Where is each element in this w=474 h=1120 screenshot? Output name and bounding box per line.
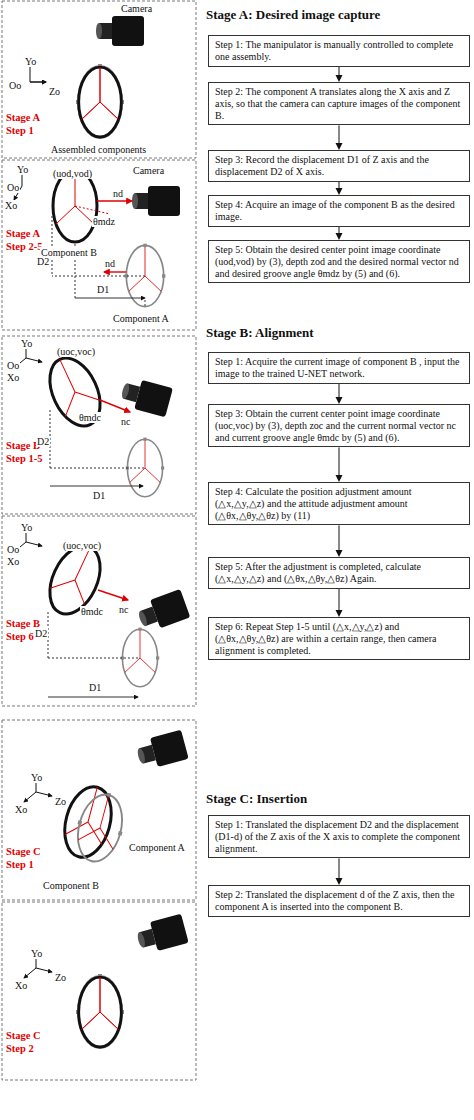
- step-text: Step 1: Translated the displacement D2 a…: [215, 819, 463, 854]
- part-label: nd: [104, 258, 116, 269]
- step-text: Step 2: Translated the displacement d of…: [215, 889, 463, 913]
- part-label: Oo: [6, 360, 20, 371]
- part-label: Component A: [112, 313, 170, 324]
- process-box: Step 4: Calculate the position adjustmen…: [208, 482, 470, 525]
- part-label: Yo: [30, 772, 43, 783]
- process-box: Step 1: Acquire the current image of com…: [208, 352, 470, 384]
- stage-step-tag: Step 2: [5, 1043, 35, 1055]
- part-label: (uoc,voc): [56, 346, 96, 357]
- process-box: Step 2: Translated the displacement d of…: [208, 885, 470, 917]
- part-label: Xo: [6, 556, 20, 567]
- panel-frames: [2, 1, 196, 1080]
- stage-step-tag: Step 6: [5, 631, 35, 643]
- part-label: nd: [112, 188, 124, 199]
- part-label: nc: [118, 604, 129, 615]
- part-label: Camera: [120, 3, 153, 14]
- part-label: D2: [34, 628, 48, 639]
- part-label: Yo: [20, 522, 33, 533]
- stage-b-step1-drawing: [14, 342, 173, 497]
- stage-heading: Stage A: Desired image capture: [205, 8, 381, 22]
- part-label: Camera: [132, 165, 165, 176]
- flow-arrow: [336, 858, 343, 885]
- process-box: Step 6: Repeat Step 1-5 until (△x,△y,△z)…: [208, 617, 470, 660]
- part-label: Oo: [6, 544, 20, 555]
- part-label: θmdc: [78, 412, 102, 423]
- stage-step-tag: Step 2-5: [5, 241, 43, 253]
- part-label: θmdc: [80, 606, 104, 617]
- step-text: Step 3: Obtain the current center point …: [215, 408, 463, 443]
- part-label: Yo: [20, 338, 33, 349]
- part-label: Zo: [48, 86, 61, 97]
- step-text: Step 4: Acquire an image of the componen…: [215, 199, 463, 223]
- stage-heading: Stage B: Alignment: [205, 326, 315, 340]
- stage-step-tag: Stage C: [5, 1030, 42, 1042]
- part-label: Yo: [16, 164, 29, 175]
- step-text: Step 3: Record the displacement D1 of Z …: [215, 154, 463, 178]
- stage-a-step1-drawing: [30, 16, 144, 138]
- part-label: D2: [36, 256, 50, 267]
- process-box: Step 5: Obtain the desired center point …: [208, 240, 470, 283]
- part-label: Zo: [54, 972, 67, 983]
- part-label: Oo: [8, 80, 22, 91]
- part-label: D2: [36, 436, 50, 447]
- stage-step-tag: Stage C: [5, 846, 42, 858]
- flow-arrow: [336, 227, 343, 240]
- stage-step-tag: Stage A: [5, 112, 41, 124]
- flow-arrow: [336, 67, 343, 82]
- stage-step-tag: Stage A: [5, 228, 41, 240]
- part-label: (uoc,voc): [62, 540, 102, 551]
- process-box: Step 3: Record the displacement D1 of Z …: [208, 150, 470, 182]
- part-label: Assembled components: [50, 144, 147, 155]
- flow-arrow: [336, 525, 343, 557]
- stage-heading: Stage C: Insertion: [205, 792, 308, 806]
- part-label: Zo: [54, 796, 67, 807]
- part-label: D1: [92, 490, 106, 501]
- flow-arrow: [336, 384, 343, 404]
- part-label: Xo: [6, 372, 20, 383]
- part-label: nc: [120, 416, 131, 427]
- part-label: D1: [96, 284, 110, 295]
- part-label: θmdz: [92, 216, 116, 227]
- process-box: Step 1: The manipulator is manually cont…: [208, 35, 470, 67]
- stage-c-step1-drawing: [24, 730, 189, 867]
- part-label: Yo: [30, 948, 43, 959]
- step-text: Step 1: The manipulator is manually cont…: [215, 39, 463, 63]
- step-text: Step 6: Repeat Step 1-5 until (△x,△y,△z)…: [215, 621, 463, 656]
- step-text: Step 2: The component A translates along…: [215, 86, 463, 121]
- process-box: Step 1: Translated the displacement D2 a…: [208, 815, 470, 858]
- process-box: Step 4: Acquire an image of the componen…: [208, 195, 470, 227]
- part-label: Yo: [24, 56, 37, 67]
- flow-arrow: [336, 125, 343, 150]
- flow-arrow: [336, 182, 343, 195]
- part-label: Component B: [42, 880, 100, 891]
- part-label: Component A: [128, 842, 186, 853]
- process-box: Step 3: Obtain the current center point …: [208, 404, 470, 447]
- part-label: Xo: [4, 200, 18, 211]
- stage-step-tag: Step 1-5: [5, 453, 43, 465]
- part-label: D1: [88, 682, 102, 693]
- part-label: Xo: [14, 804, 28, 815]
- stage-step-tag: Step 1: [5, 859, 35, 871]
- part-label: (uod,vod): [52, 168, 93, 179]
- flow-arrow: [336, 447, 343, 482]
- step-text: Step 5: After the adjustment is complete…: [215, 561, 463, 585]
- stage-step-tag: Step 1: [5, 125, 35, 137]
- step-text: Step 1: Acquire the current image of com…: [215, 356, 463, 380]
- step-text: Step 4: Calculate the position adjustmen…: [215, 486, 463, 521]
- process-box: Step 5: After the adjustment is complete…: [208, 557, 470, 589]
- part-label: Xo: [14, 980, 28, 991]
- stage-c-step2-drawing: [24, 914, 189, 1048]
- step-text: Step 5: Obtain the desired center point …: [215, 244, 463, 279]
- stage-b-step6-drawing: [14, 526, 190, 697]
- process-box: Step 2: The component A translates along…: [208, 82, 470, 125]
- flow-arrow: [336, 589, 343, 617]
- part-label: Oo: [6, 182, 20, 193]
